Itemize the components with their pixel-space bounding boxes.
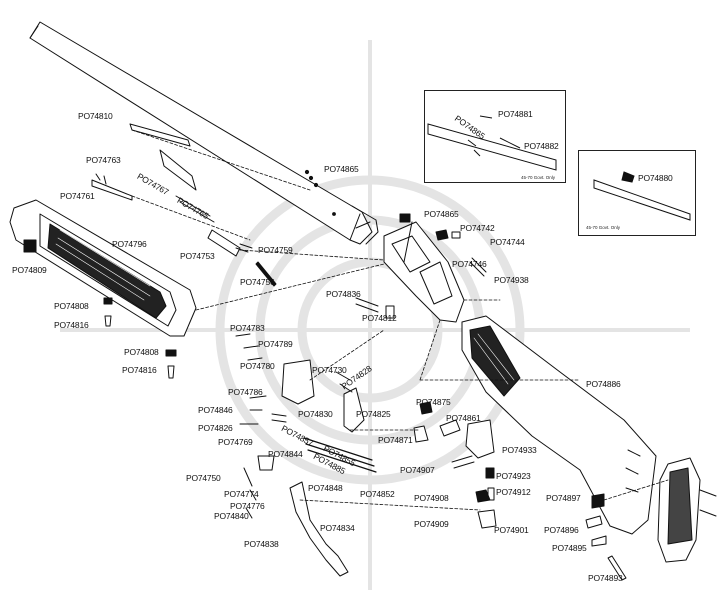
part-label: PO74844: [268, 449, 303, 459]
part-label: PO74769: [218, 437, 253, 447]
part-label: PO74786: [228, 387, 263, 397]
barrel: [29, 21, 379, 245]
butt-screws: [585, 489, 717, 581]
part-label: PO74816: [122, 365, 157, 375]
part-label: PO74908: [414, 493, 449, 503]
part-label: PO74763: [86, 155, 121, 165]
part-label: PO74826: [198, 423, 233, 433]
part-label: PO74848: [308, 483, 343, 493]
part-label: PO74789: [258, 339, 293, 349]
inset-box-right: [578, 150, 696, 236]
butt-plate: [657, 457, 701, 563]
part-label: PO74880: [638, 173, 673, 183]
part-label: PO74742: [460, 223, 495, 233]
part-label: PO74759: [258, 245, 293, 255]
part-label: PO74730: [312, 365, 347, 375]
part-label: PO74896: [544, 525, 579, 535]
part-label: PO74909: [414, 519, 449, 529]
inset-note-right: 45-70 Govt. Only: [586, 225, 621, 230]
part-label: PO74810: [78, 111, 113, 121]
part-label: PO74834: [320, 523, 355, 533]
receiver-small-parts: [355, 213, 487, 319]
part-label: PO74840: [214, 511, 249, 521]
assembly-lines: [131, 129, 669, 511]
part-label: PO74875: [416, 397, 451, 407]
part-label: PO74783: [230, 323, 265, 333]
part-label: PO74897: [546, 493, 581, 503]
part-label: PO74774: [224, 489, 259, 499]
part-label: PO74907: [400, 465, 435, 475]
part-label: PO74881: [498, 109, 533, 119]
part-label: PO74796: [112, 239, 147, 249]
part-label: PO74882: [524, 141, 559, 151]
part-label: PO74836: [326, 289, 361, 299]
part-label: PO74865: [424, 209, 459, 219]
part-label: PO74812: [362, 313, 397, 323]
part-label: PO74923: [496, 471, 531, 481]
part-label: PO74808: [124, 347, 159, 357]
breech-block-group: [413, 401, 497, 529]
part-label: PO74816: [54, 320, 89, 330]
part-label: PO74746: [452, 259, 487, 269]
part-label: PO74893: [588, 573, 623, 583]
part-label: PO74830: [298, 409, 333, 419]
part-label: PO74808: [54, 301, 89, 311]
part-label: PO74756: [240, 277, 275, 287]
forend-rail-parts: [91, 123, 277, 287]
inset-note-upper: 45-70 Govt. Only: [521, 175, 556, 180]
part-label: PO74780: [240, 361, 275, 371]
part-label: PO74861: [446, 413, 481, 423]
receiver: [383, 221, 465, 323]
part-label: PO74852: [360, 489, 395, 499]
stock: [461, 315, 657, 535]
trigger-group: [235, 333, 377, 577]
part-label: PO74753: [180, 251, 215, 261]
part-label: PO74901: [494, 525, 529, 535]
part-label: PO74895: [552, 543, 587, 553]
forend-screws: [23, 239, 177, 379]
part-label: PO74744: [490, 237, 525, 247]
part-label: PO74761: [60, 191, 95, 201]
part-label: PO74825: [356, 409, 391, 419]
part-label: PO74750: [186, 473, 221, 483]
part-label: PO74776: [230, 501, 265, 511]
part-label: PO74846: [198, 405, 233, 415]
forend: [9, 199, 197, 337]
part-label: PO74838: [244, 539, 279, 549]
inset-box-upper: [424, 90, 566, 183]
part-label: PO74886: [586, 379, 621, 389]
part-label: PO74871: [378, 435, 413, 445]
part-label: PO74933: [502, 445, 537, 455]
inset-artwork: [427, 115, 691, 221]
part-label: PO74809: [12, 265, 47, 275]
part-label: PO74865: [324, 164, 359, 174]
part-label: PO74912: [496, 487, 531, 497]
part-label: PO74938: [494, 275, 529, 285]
